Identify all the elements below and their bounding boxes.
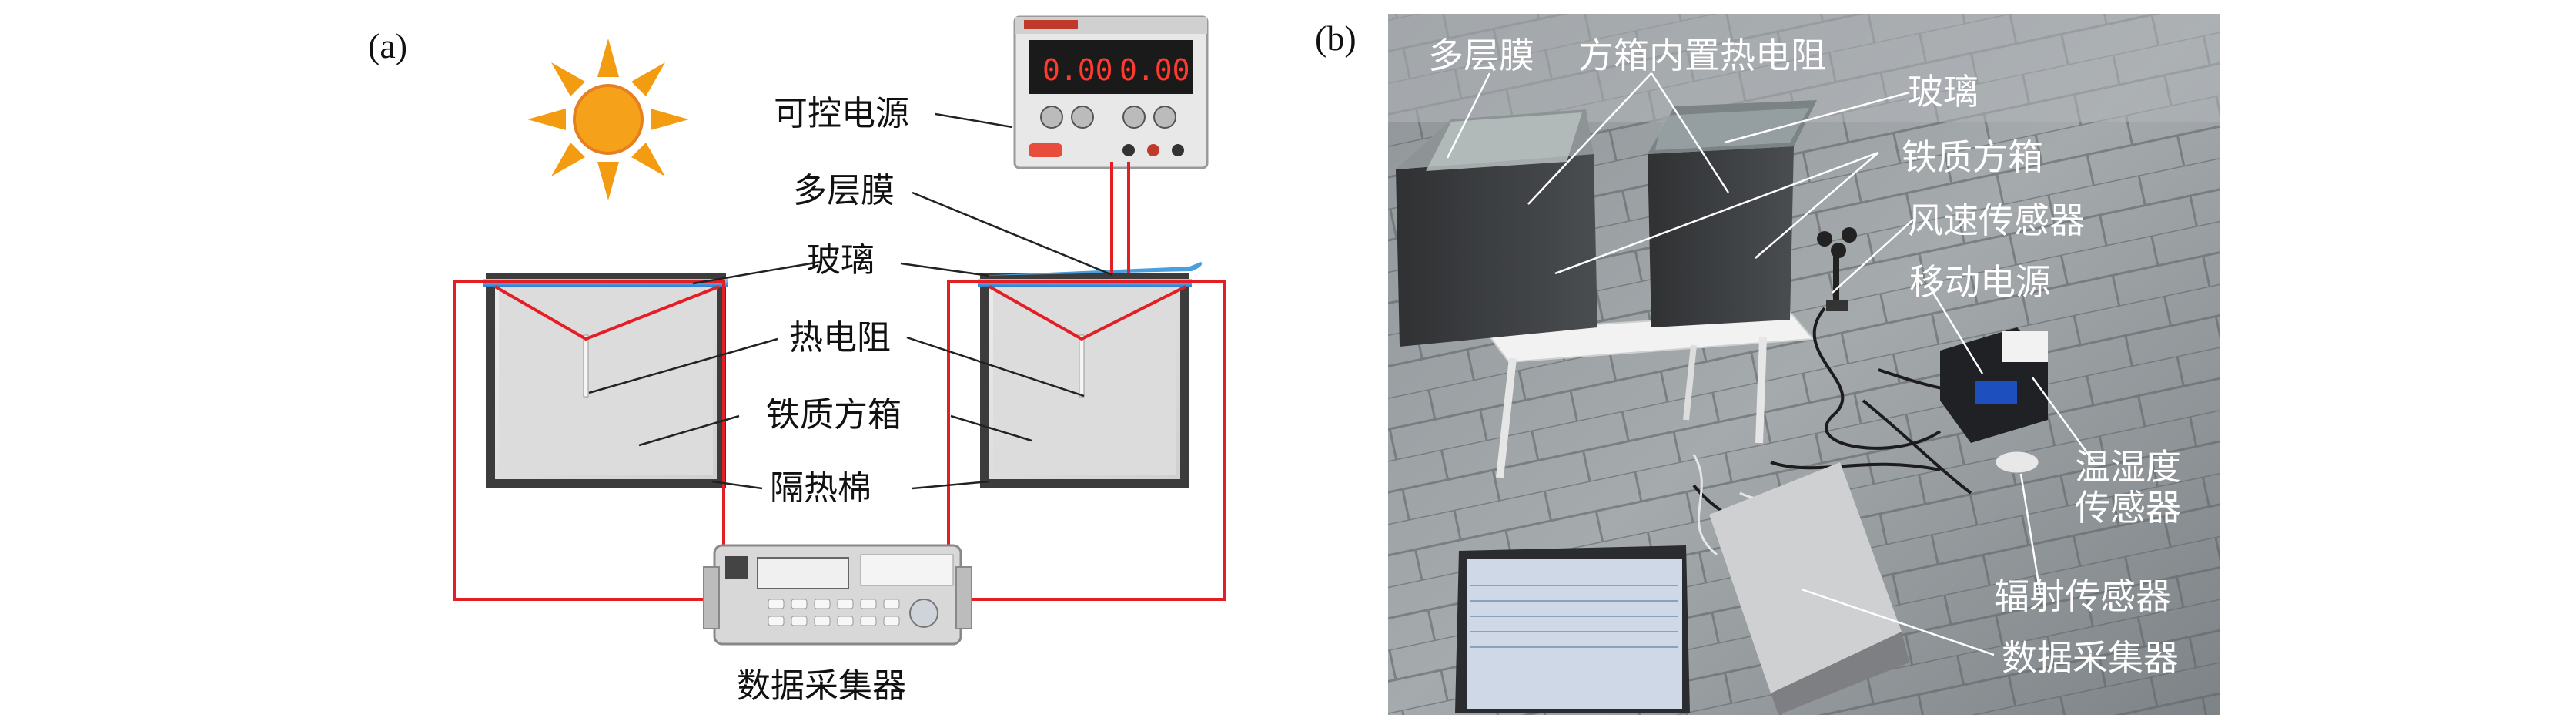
- panel-b-tag: (b): [1315, 18, 1357, 58]
- photo-label-thermistor-inside: 方箱内置热电阻: [1578, 35, 1826, 76]
- label-insulation: 隔热棉: [770, 468, 871, 508]
- data-logger-device: [703, 544, 972, 646]
- panel-b: (b): [1315, 14, 2220, 715]
- psu-display-right: 0.00: [1119, 53, 1190, 87]
- photo-label-iron-box: 铁质方箱: [1902, 136, 2043, 178]
- label-thermistor: 热电阻: [789, 318, 891, 357]
- photo-wind-sensor: [1817, 227, 1857, 311]
- photo-label-glass: 玻璃: [1908, 71, 1979, 112]
- photo-iron-box-left: [1396, 109, 1597, 347]
- label-multilayer-film: 多层膜: [793, 171, 895, 210]
- label-power-supply: 可控电源: [774, 94, 909, 133]
- leader-lines-b: [1446, 72, 2096, 656]
- photo-radiation-sensor: [1995, 451, 2039, 474]
- thermistor-left: [583, 334, 589, 398]
- photo-label-radiation-sensor: 辐射传感器: [1994, 575, 2171, 617]
- sun-icon: [527, 39, 689, 200]
- photo: [1388, 14, 2220, 715]
- photo-label-wind-sensor: 风速传感器: [1908, 200, 2085, 241]
- photo-label-humidity-sensor-2: 传感器: [2075, 487, 2181, 528]
- label-glass: 玻璃: [807, 240, 875, 280]
- photo-data-logger: [1709, 462, 1909, 715]
- film-right: [976, 262, 1203, 276]
- thermistor-right: [1079, 334, 1085, 398]
- photo-label-multilayer-film: 多层膜: [1428, 35, 1534, 76]
- photo-label-mobile-power: 移动电源: [1909, 261, 2051, 303]
- leader-lines-a: [588, 112, 1113, 490]
- panel-a-tag: (a): [368, 26, 407, 65]
- photo-label-humidity-sensor-1: 温湿度: [2075, 446, 2181, 488]
- panel-a: (a) 0.00 0.00: [368, 15, 1226, 706]
- power-supply: 0.00 0.00: [1013, 15, 1209, 169]
- photo-laptop: [1455, 545, 1690, 713]
- photo-mobile-power: [1940, 327, 2048, 443]
- psu-display-left: 0.00: [1042, 53, 1113, 87]
- photo-label-data-logger: 数据采集器: [2002, 637, 2179, 679]
- box-left: [483, 273, 728, 488]
- label-iron-box: 铁质方箱: [766, 395, 902, 434]
- label-data-logger: 数据采集器: [737, 666, 906, 706]
